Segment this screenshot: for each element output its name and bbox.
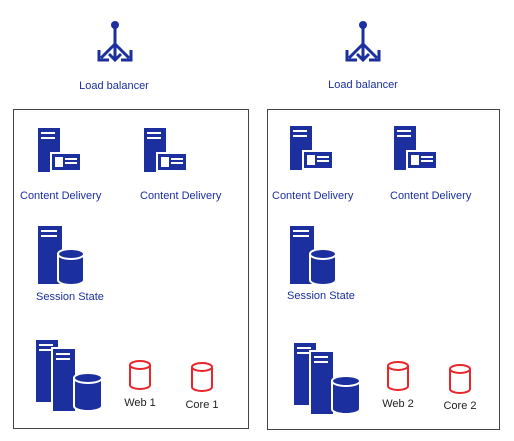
web-db-label: Web 1 [124,397,156,409]
database-icon [387,361,409,391]
content-delivery-label: Content Delivery [390,190,472,202]
session-state-label: Session State [287,290,355,302]
session-state-label: Session State [36,291,104,303]
core-db-label: Core 1 [185,399,219,411]
database-server-stack-icon [294,343,361,416]
database-icon [191,362,213,392]
load-balancer-icon [97,21,133,62]
web-server-icon [290,126,334,170]
core-db-label: Core 2 [443,400,477,412]
load-balancer-icon [345,21,381,62]
content-delivery-label: Content Delivery [140,190,222,202]
database-server-icon [38,226,85,286]
load-balancer-label: Load balancer [79,80,149,92]
web-server-icon [394,126,438,170]
content-delivery-label: Content Delivery [20,190,102,202]
database-icon [449,364,471,394]
content-delivery-label: Content Delivery [272,190,354,202]
database-server-stack-icon [36,340,103,413]
database-server-icon [290,226,337,286]
web-db-label: Web 2 [382,398,414,410]
web-server-icon [144,128,188,172]
database-icon [129,360,151,390]
load-balancer-label: Load balancer [328,79,398,91]
web-server-icon [38,128,82,172]
